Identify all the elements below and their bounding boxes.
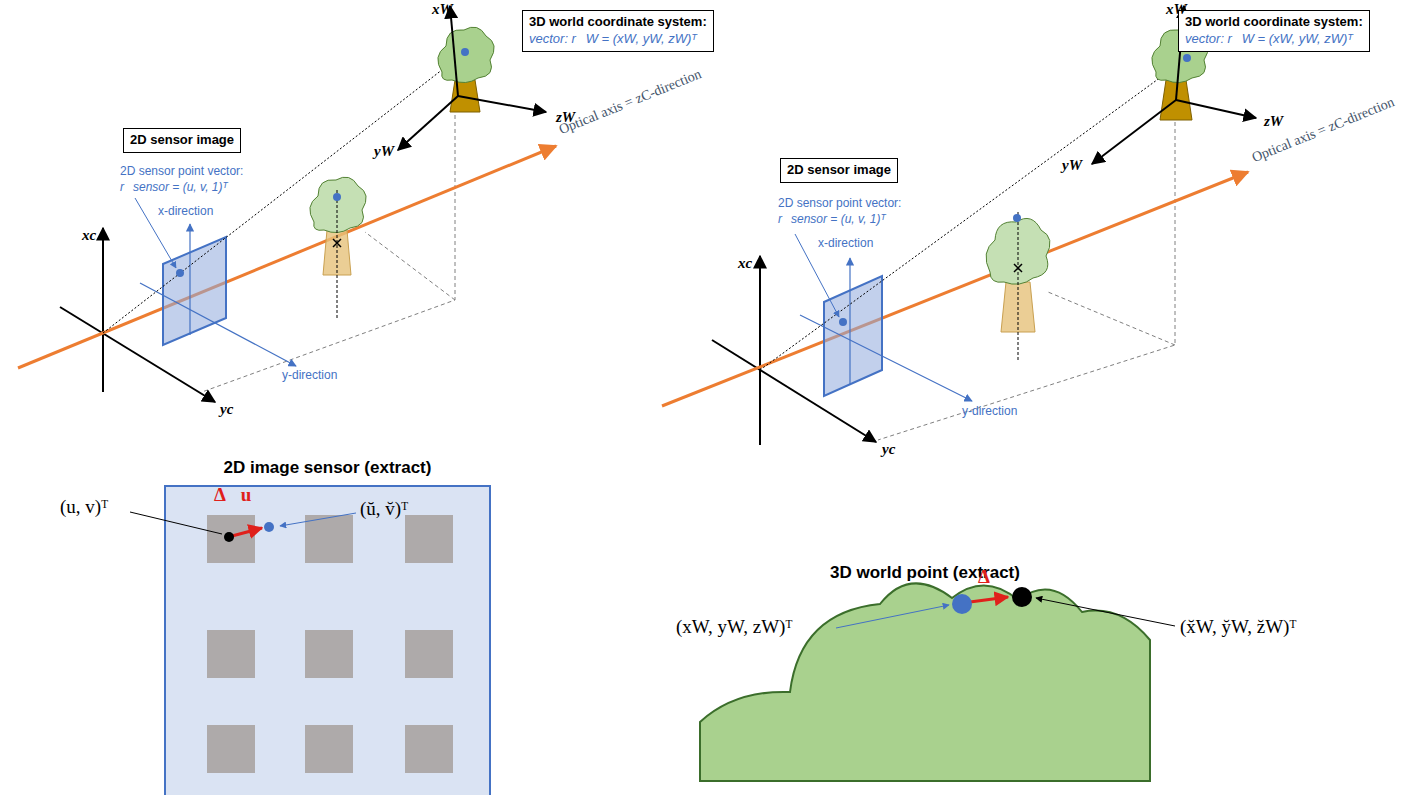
axis-label: xc [82, 226, 96, 244]
axis-label: yc [882, 440, 895, 458]
direction-label: y-direction [962, 404, 1017, 418]
direction-label: y-direction [282, 368, 337, 382]
camera-diagram-right [662, 6, 1256, 445]
offset-label: Δ⃗ [978, 566, 1005, 589]
box-formula: vector: r⃗W = (xW, yW, zW)ᵀ [1185, 31, 1363, 48]
sensor-extract [130, 486, 490, 795]
point-label: (u, v)ᵀ [60, 496, 108, 519]
axis-label: xW [432, 0, 453, 18]
text-box: 3D world coordinate system:vector: r⃗W =… [522, 10, 714, 52]
axis-label: yW [1062, 156, 1082, 174]
box-heading: 2D sensor image [130, 132, 234, 149]
direction-label: x-direction [158, 204, 213, 218]
axis-label: xW [1166, 0, 1187, 18]
text-box: 2D sensor image [123, 128, 241, 153]
axis-label: xc [738, 254, 752, 272]
point-label: (xW, yW, zW)ᵀ [676, 616, 792, 639]
sensor-vector-formula: r⃗sensor = (u, v, 1)ᵀ [778, 212, 885, 226]
box-heading: 3D world coordinate system: [529, 14, 707, 31]
offset-label: Δ⃗u [214, 484, 251, 507]
camera-diagram-left [18, 6, 556, 402]
axis-label: yc [220, 400, 233, 418]
point-label: (ŭ, v̆)ᵀ [360, 498, 408, 521]
text-box: 2D sensor image [780, 158, 898, 183]
world-point-extract [700, 583, 1175, 781]
optical-axis-label: Optical axis = zC-direction [557, 66, 704, 139]
extract-title: 2D image sensor (extract) [165, 458, 490, 478]
point-label: (x̆W, y̆W, z̆W)ᵀ [1180, 616, 1296, 639]
box-heading: 3D world coordinate system: [1185, 14, 1363, 31]
optical-axis-label: Optical axis = zC-direction [1250, 94, 1397, 167]
sensor-vector-label: 2D sensor point vector: [120, 164, 243, 178]
sensor-vector-label: 2D sensor point vector: [778, 196, 901, 210]
box-heading: 2D sensor image [787, 162, 891, 179]
extract-title: 3D world point (extract) [700, 563, 1150, 583]
direction-label: x-direction [818, 236, 873, 250]
axis-label: yW [374, 142, 394, 160]
text-box: 3D world coordinate system:vector: r⃗W =… [1178, 10, 1370, 52]
axis-label: zW [1264, 112, 1283, 130]
sensor-vector-formula: r⃗sensor = (u, v, 1)ᵀ [120, 180, 227, 194]
box-formula: vector: r⃗W = (xW, yW, zW)ᵀ [529, 31, 707, 48]
